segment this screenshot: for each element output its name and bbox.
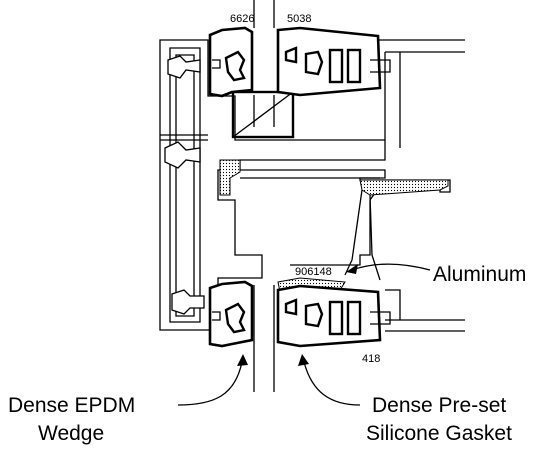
part-number-6626: 6626 bbox=[230, 13, 254, 25]
glass-lite-lines bbox=[253, 0, 275, 392]
epdm-wedge-top bbox=[208, 26, 254, 98]
right-extrusion-bottom bbox=[385, 289, 465, 332]
part-number-5038: 5038 bbox=[287, 13, 311, 25]
wedge-leader bbox=[177, 361, 243, 406]
gasket-leader bbox=[303, 361, 361, 406]
part-number-418: 418 bbox=[362, 353, 380, 365]
epdm-wedge-bottom bbox=[208, 280, 254, 348]
wedge-arrowhead bbox=[237, 354, 248, 366]
silicone-gasket-bottom bbox=[276, 277, 391, 348]
wedge-label-line2: Wedge bbox=[38, 422, 104, 445]
mullion-body bbox=[159, 39, 386, 331]
setting-block bbox=[231, 90, 295, 139]
aluminum-arrowhead bbox=[346, 264, 358, 274]
aluminum-leader bbox=[351, 263, 431, 271]
part-number-906148: 906148 bbox=[295, 266, 332, 278]
gasket-label-line2: Silicone Gasket bbox=[366, 422, 512, 445]
aluminum-label: Aluminum bbox=[433, 263, 526, 286]
gasket-label-line1: Dense Pre-set bbox=[372, 394, 506, 417]
interior-chamber bbox=[219, 159, 451, 281]
gasket-arrowhead bbox=[298, 354, 309, 366]
wedge-label-line1: Dense EPDM bbox=[8, 394, 135, 417]
silicone-gasket-top bbox=[276, 26, 391, 97]
